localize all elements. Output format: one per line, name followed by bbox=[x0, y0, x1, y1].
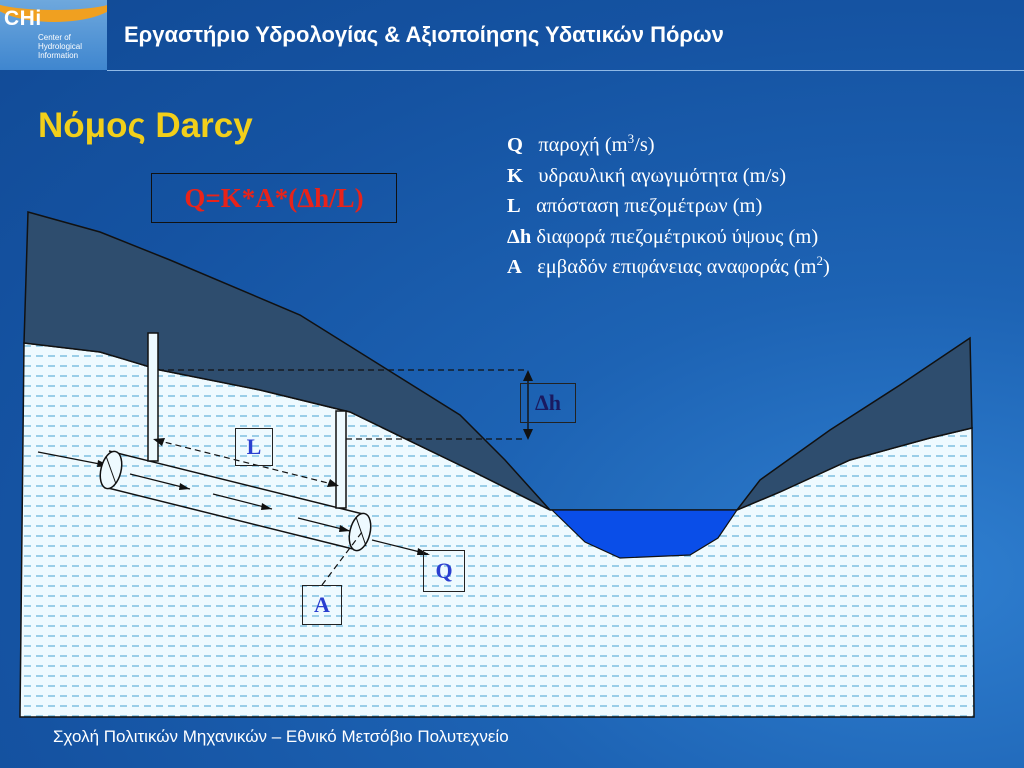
pipe-bottom-edge bbox=[107, 487, 354, 550]
header-divider bbox=[107, 70, 1024, 71]
piezometer-upstream bbox=[147, 332, 159, 462]
variable-legend: Q παροχή (m3/s) K υδραυλική αγωγιμότητα … bbox=[507, 130, 1007, 283]
label-length: L bbox=[235, 428, 273, 466]
label-discharge: Q bbox=[423, 550, 465, 592]
legend-item-q: Q παροχή (m3/s) bbox=[507, 131, 655, 156]
label-delta-h: Δh bbox=[520, 383, 576, 423]
dh-arrowhead-bottom bbox=[523, 429, 533, 440]
flow-arrowhead-2 bbox=[261, 503, 272, 510]
legend-item-dh: Δh διαφορά πιεζομέτρικού ύψους (m) bbox=[507, 225, 819, 248]
saturated-ground bbox=[19, 342, 975, 718]
a-leader-line bbox=[321, 531, 363, 586]
school-footer: Σχολή Πολιτικών Μηχανικών – Εθνικό Μετσό… bbox=[53, 727, 509, 746]
flow-arrowhead-1 bbox=[179, 483, 190, 490]
logo-subtitle: Center of Hydrological Information bbox=[38, 33, 83, 60]
logo-text: CHi bbox=[4, 7, 42, 30]
right-hillside bbox=[734, 336, 973, 512]
pipe-outlet-divider bbox=[355, 516, 367, 547]
slide-title: Νόμος Darcy bbox=[38, 106, 253, 145]
legend-item-k: K υδραυλική αγωγιμότητα (m/s) bbox=[507, 164, 787, 187]
logo-swoosh bbox=[0, 0, 107, 22]
flow-arrowhead-3 bbox=[339, 525, 350, 532]
lab-title: Εργαστήριο Υδρολογίας & Αξιοποίησης Υδατ… bbox=[124, 22, 724, 47]
l-distance-line bbox=[155, 439, 337, 486]
l-arrowhead-right bbox=[327, 479, 339, 487]
label-area: A bbox=[302, 585, 342, 625]
river-water bbox=[550, 509, 739, 559]
darcy-formula: Q=K*A*(Δh/L) bbox=[151, 173, 397, 223]
chi-logo: CHi Center of Hydrological Information bbox=[0, 0, 107, 70]
legend-item-l: L απόσταση πιεζομέτρων (m) bbox=[507, 195, 763, 217]
dh-arrowhead-top bbox=[523, 370, 533, 381]
l-arrowhead-left bbox=[153, 438, 165, 446]
piezometer-downstream bbox=[335, 410, 347, 509]
pipe-inlet-divider bbox=[105, 455, 117, 485]
left-hillside bbox=[23, 211, 551, 511]
legend-item-a: A εμβαδόν επιφάνειας αναφοράς (m2) bbox=[507, 253, 830, 278]
